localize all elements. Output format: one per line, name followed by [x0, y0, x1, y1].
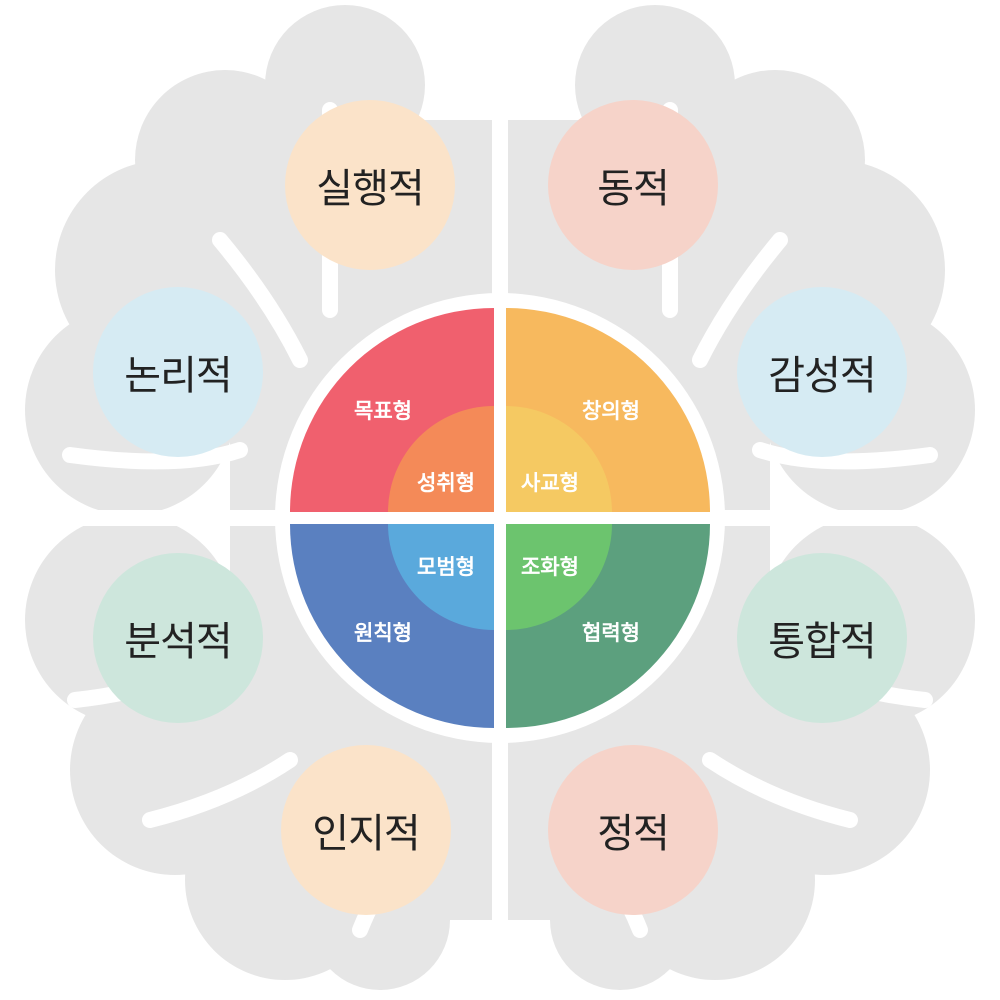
trait-label: 감성적	[768, 353, 876, 399]
outer-label-top-left: 목표형	[354, 399, 412, 423]
trait-circle-upper-right: 감성적	[737, 287, 907, 457]
trait-circle-top-right: 동적	[548, 100, 718, 270]
outer-label-top-right: 창의형	[582, 399, 640, 423]
trait-circle-bottom-left: 인지적	[281, 745, 451, 915]
trait-label: 분석적	[124, 619, 232, 665]
outer-label-bottom-right: 협력형	[582, 621, 640, 645]
inner-segment-top-left	[388, 406, 494, 512]
inner-label-top-right: 사교형	[521, 471, 579, 495]
trait-label: 정적	[597, 811, 670, 857]
trait-label: 동적	[597, 166, 670, 212]
trait-circle-lower-right: 통합적	[737, 553, 907, 723]
inner-label-bottom-right: 조화형	[521, 555, 579, 579]
trait-label: 인지적	[312, 811, 420, 857]
trait-label: 실행적	[316, 166, 424, 212]
trait-circle-bottom-right: 정적	[548, 745, 718, 915]
trait-circle-lower-left: 분석적	[93, 553, 263, 723]
inner-segment-top-right	[506, 406, 612, 512]
personality-wheel: 목표형 창의형 원칙형 협력형 성취형 사교형 모범형 조화형	[275, 293, 725, 743]
inner-label-bottom-left: 모범형	[417, 555, 475, 579]
inner-segment-bottom-right	[506, 524, 612, 630]
inner-label-top-left: 성취형	[417, 471, 475, 495]
trait-label: 통합적	[768, 619, 876, 665]
trait-label: 논리적	[124, 353, 232, 399]
trait-circle-top-left: 실행적	[285, 100, 455, 270]
inner-segment-bottom-left	[388, 524, 494, 630]
trait-circle-upper-left: 논리적	[93, 287, 263, 457]
outer-label-bottom-left: 원칙형	[354, 621, 412, 645]
